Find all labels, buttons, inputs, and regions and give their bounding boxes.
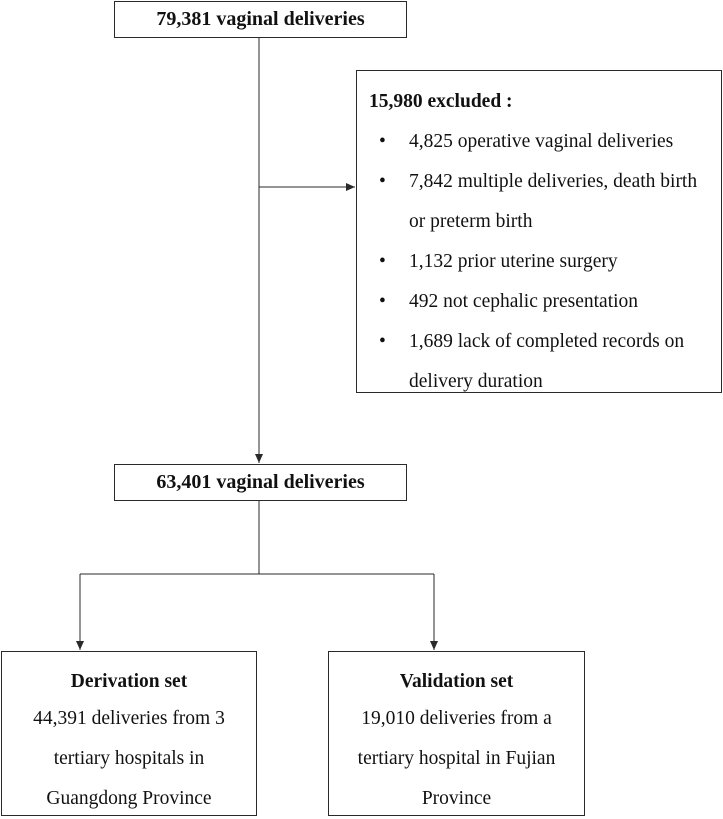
excluded-item: • 7,842 multiple deliveries, death birth … [369,162,711,242]
excluded-item: • 4,825 operative vaginal deliveries [369,122,711,162]
derivation-set-box: Derivation set 44,391 deliveries from 3 … [1,651,257,816]
excluded-item-text: 1,689 lack of completed records on deliv… [409,331,685,392]
total-deliveries-box: 79,381 vaginal deliveries [114,1,407,38]
total-deliveries-label: 79,381 vaginal deliveries [156,8,365,30]
bullet-icon: • [379,331,386,352]
derivation-set-description: 44,391 deliveries from 3 tertiary hospit… [33,708,225,809]
bullet-icon: • [379,171,386,192]
excluded-list: • 4,825 operative vaginal deliveries • 7,8… [369,122,711,402]
bullet-icon: • [379,131,386,152]
validation-set-description: 19,010 deliveries from a tertiary hospit… [357,708,556,809]
excluded-item-text: 492 not cephalic presentation [409,291,639,312]
bullet-icon: • [379,251,386,272]
excluded-title: 15,980 excluded : [369,91,513,112]
remaining-deliveries-box: 63,401 vaginal deliveries [114,464,407,501]
bullet-icon: • [379,291,386,312]
derivation-set-title: Derivation set [70,671,188,692]
excluded-box: 15,980 excluded : • 4,825 operative vagin… [356,70,722,393]
excluded-item: • 1,132 prior uterine surgery [369,242,711,282]
excluded-item-text: 1,132 prior uterine surgery [409,251,618,272]
remaining-deliveries-label: 63,401 vaginal deliveries [156,471,365,493]
excluded-item-text: 7,842 multiple deliveries, death birth o… [409,171,698,232]
validation-set-title: Validation set [399,671,514,692]
validation-set-box: Validation set 19,010 deliveries from a … [328,651,585,816]
excluded-item: • 492 not cephalic presentation [369,282,711,322]
excluded-item: • 1,689 lack of completed records on deli… [369,322,711,402]
excluded-item-text: 4,825 operative vaginal deliveries [409,131,674,152]
